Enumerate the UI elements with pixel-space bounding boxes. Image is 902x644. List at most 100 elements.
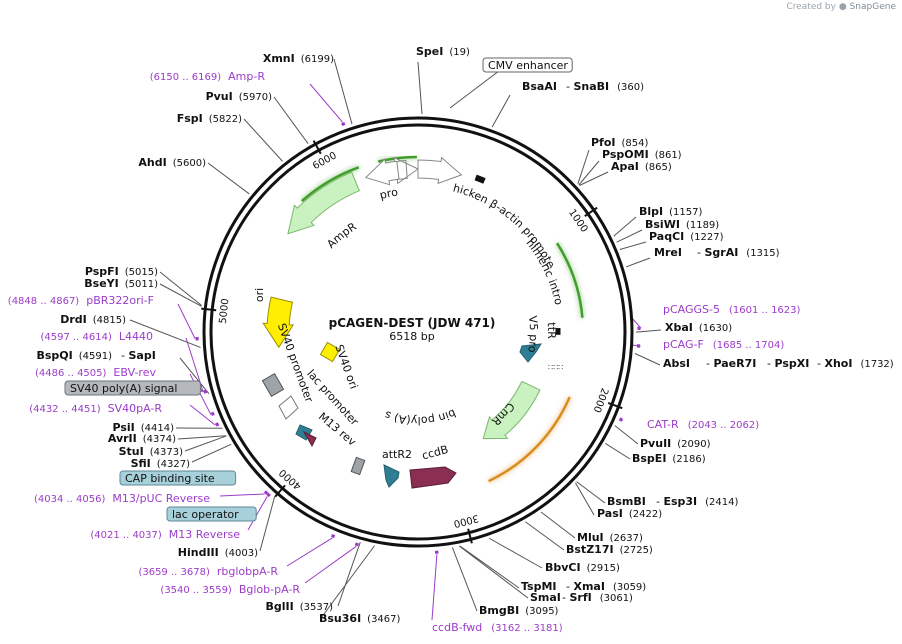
label-beta-globin-poly-a: β-globin poly(A) signal	[0, 0, 458, 427]
primer-label-amp-r: (6150 .. 6169)Amp-R	[150, 70, 266, 83]
boxed-feature-lac-operator: lac operator	[166, 506, 257, 522]
enzyme-label-spei: SpeI(19)	[416, 45, 470, 58]
enzyme-leader	[576, 481, 606, 504]
tick-mark	[312, 140, 322, 155]
primer-label-cat-r: CAT-R(2043 .. 2062)	[647, 418, 759, 431]
cmr-highlight	[488, 396, 571, 483]
enzyme-leader	[488, 537, 543, 569]
enzyme-label-sfii: SfiI(4327)	[131, 457, 191, 470]
attr1-arrow	[519, 343, 542, 363]
enzyme-label-pspxi: - PspXI	[767, 357, 809, 370]
enzyme-label-absi: AbsI	[663, 357, 690, 370]
sv40-ori-shape	[319, 341, 341, 363]
boxed-feature-cmv-enhancer: CMV enhancer	[482, 57, 573, 73]
snapgene-logo-icon: ●	[838, 2, 847, 12]
primer-label-pcaggs-5: pCAGGS-5(1601 .. 1623)	[663, 303, 801, 316]
enzyme-leader	[577, 149, 590, 184]
enzyme-leader	[625, 257, 651, 268]
label-ori: ori	[253, 288, 266, 302]
ampr-highlight-2	[301, 166, 360, 203]
enzyme-leader	[273, 96, 309, 145]
enzyme-leader	[177, 435, 227, 440]
enzyme-label-mrei: MreI	[654, 246, 682, 259]
enzyme-label-bstz17i: BstZ17I(2725)	[566, 543, 653, 556]
primer-mark	[210, 411, 215, 416]
feature-box-label: CMV enhancer	[488, 59, 568, 72]
feature-box	[64, 380, 201, 396]
enzyme-label-pspomi: PspOMI(861)	[602, 148, 682, 161]
enzyme-label-blpi: BlpI(1157)	[639, 205, 702, 218]
labels-layer: SpeI(19)BsaAIPfoI(854)PspOMI(861)ApaI(86…	[8, 45, 894, 634]
primer-mark	[341, 122, 346, 127]
enzyme-leader	[320, 545, 375, 619]
primer-label-l4440: (4597 .. 4614)L4440	[40, 330, 153, 343]
primer-label-pcag-f: pCAG-F(1685 .. 1704)	[663, 338, 784, 351]
enzyme-label-psii: PsiI(4414)	[112, 421, 174, 434]
enzyme-leader	[635, 329, 662, 333]
label-attr2: attR2	[382, 448, 412, 461]
primer-label-m13-puc-reverse: (4034 .. 4056)M13/pUC Reverse	[34, 492, 210, 505]
primer-label-sv40pa-r: (4432 .. 4451)SV40pA-R	[29, 402, 162, 415]
enzyme-label-xmni: XmnI(6199)	[263, 52, 334, 65]
enzyme-label-pvuii: PvuII(2090)	[640, 437, 711, 450]
beta-globin-shape	[350, 456, 366, 476]
enzyme-leader	[129, 319, 201, 348]
boxed-feature-sv40-poly-a-signal: SV40 poly(A) signal	[64, 380, 201, 396]
enzyme-label-pvui: PvuI(5970)	[206, 90, 273, 103]
enzyme-leader	[459, 545, 529, 599]
tick-mark	[607, 402, 623, 410]
primer-label-ccdb-fwd: ccdB-fwd(3162 .. 3181)	[432, 621, 563, 634]
enzyme-label-srfi: - SrfI(3061)	[562, 591, 633, 604]
ampr-highlight	[377, 155, 417, 163]
enzyme-label-pfoi: PfoI(854)	[591, 136, 648, 149]
enzyme-leader	[159, 283, 202, 307]
enzyme-label-pspfi: PspFI(5015)	[85, 265, 158, 278]
enzyme-leader	[191, 443, 232, 463]
enzyme-label-sapi: - SapI	[121, 349, 156, 362]
primer-mark	[618, 417, 623, 422]
lac-promoter-shape	[278, 395, 299, 420]
enzyme-leader	[459, 545, 520, 589]
cmv-enhancer-arrow-a	[393, 156, 419, 185]
label-chimeric-intron: chimeric intron	[0, 0, 565, 306]
enzyme-leader	[259, 496, 276, 552]
tick-label: 2000	[591, 386, 610, 414]
cmv-enhancer-arrow-b	[417, 156, 463, 185]
feature-box	[482, 57, 573, 73]
primer-leader	[309, 83, 343, 123]
ampr-promoter-arrow	[364, 158, 400, 186]
enzyme-leader	[451, 547, 478, 612]
enzyme-label-bspqi: BspQI(4591)	[36, 349, 112, 362]
enzyme-label-sgrai: - SgrAI(1315)	[697, 246, 780, 259]
enzyme-leader	[579, 171, 609, 186]
feature-leader	[449, 71, 498, 109]
tick-mark	[274, 484, 286, 498]
primer-mark	[354, 542, 359, 547]
primer-leader	[177, 303, 196, 339]
enzyme-label-smai: SmaI	[530, 591, 561, 604]
primer-mark	[215, 422, 220, 427]
enzyme-label-ahdi: AhdI(5600)	[138, 156, 206, 169]
enzyme-label-bsmbi: BsmBI	[607, 495, 646, 508]
primer-leader	[304, 545, 357, 584]
tick-mark	[467, 528, 473, 544]
primer-mark	[263, 490, 269, 495]
primer-label-rbglobpa-r: (3659 .. 3678)rbglobpA-R	[138, 565, 278, 578]
primer-label-bglob-pa-r: (3540 .. 3559)Bglob-pA-R	[160, 583, 300, 596]
enzyme-leader	[333, 58, 353, 125]
enzyme-label-apai: ApaI(865)	[611, 160, 672, 173]
plasmid-title: pCAGEN-DEST (JDW 471)	[329, 316, 496, 330]
enzyme-leader	[540, 511, 576, 539]
enzyme-label-bspei: BspEI(2186)	[632, 452, 706, 465]
promoter-end-marker	[474, 174, 486, 184]
enzyme-label-bmgbi: BmgBI(3095)	[479, 604, 559, 617]
chimeric-intron-highlight	[556, 242, 584, 318]
enzyme-label-bbvci: BbvCI(2915)	[545, 561, 620, 574]
chimeric-intron-highlight-glow	[554, 241, 585, 318]
primer-label-m13-reverse: (4021 .. 4037)M13 Reverse	[90, 528, 240, 541]
primer-marks	[195, 122, 641, 554]
attr2-arrow	[383, 464, 400, 488]
primer-mark	[330, 533, 336, 539]
enzyme-label-esp3i: - Esp3I(2414)	[656, 495, 739, 508]
